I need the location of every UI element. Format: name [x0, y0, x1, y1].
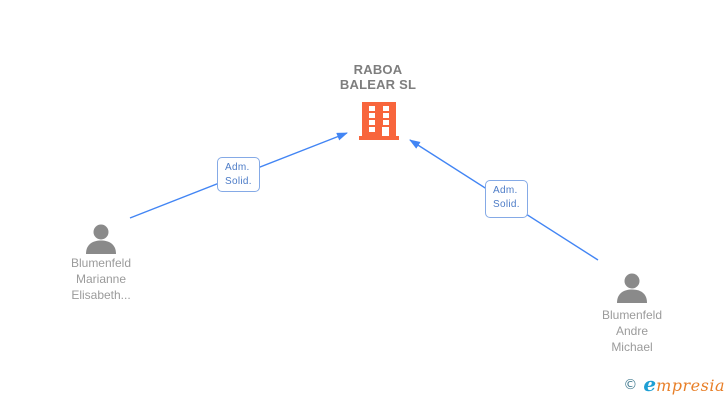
edge-label-line: Adm.	[493, 185, 518, 196]
person-name-line: Elisabeth...	[71, 288, 131, 302]
company-name-line2: BALEAR SL	[339, 77, 417, 92]
person-node-left[interactable]	[84, 224, 118, 259]
person-icon	[86, 224, 116, 254]
company-name-line1: RABOA	[353, 62, 403, 77]
person-name-line: Blumenfeld	[70, 256, 132, 270]
building-icon	[359, 102, 399, 140]
person-name-line: Marianne	[75, 272, 127, 286]
edge-label-line: Solid.	[225, 176, 252, 187]
brand-rest: mpresia	[656, 376, 725, 395]
company-name[interactable]: RABOA BALEAR SL	[308, 62, 448, 92]
person-name-line: Michael	[611, 340, 653, 354]
brand-logo: empresia	[643, 372, 725, 396]
copyright-icon: ©	[623, 377, 638, 393]
person-name-left[interactable]: Blumenfeld Marianne Elisabeth...	[31, 255, 171, 303]
person-name-right[interactable]: Blumenfeld Andre Michael	[562, 307, 702, 355]
edge-label-line: Solid.	[493, 199, 520, 210]
company-node[interactable]	[359, 102, 399, 140]
person-name-line: Andre	[615, 324, 649, 338]
empresia-watermark[interactable]: © empresia	[623, 372, 725, 396]
person-node-right[interactable]	[615, 273, 649, 308]
edge-label-line: Adm.	[225, 162, 250, 173]
brand-initial: e	[643, 372, 657, 396]
person-name-line: Blumenfeld	[601, 308, 663, 322]
person-icon	[617, 273, 647, 303]
edge-label-left: Adm. Solid.	[217, 157, 260, 192]
edge-label-right: Adm. Solid.	[485, 180, 528, 218]
